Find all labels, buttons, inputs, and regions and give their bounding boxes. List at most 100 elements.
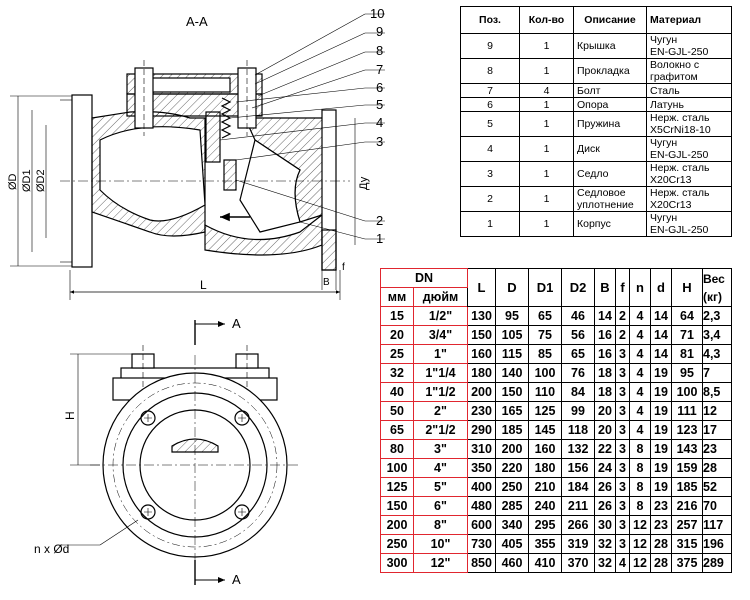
parts-cell-pos: 5	[460, 111, 520, 137]
dims-cell-inch: 1/2"	[413, 306, 468, 326]
disc-section	[205, 111, 221, 163]
dim-holes: n x Ød	[34, 542, 69, 556]
dims-cell-n: 4	[629, 382, 651, 402]
dims-cell-weight: 28	[702, 458, 732, 478]
dims-cell-f: 3	[615, 401, 630, 421]
dims-cell-H: 100	[671, 382, 703, 402]
dims-cell-d: 23	[650, 515, 672, 535]
parts-cell-qty: 1	[519, 58, 574, 84]
parts-cell-desc: Прокладка	[573, 58, 647, 84]
callout-8: 8	[376, 43, 383, 58]
dims-cell-inch: 5"	[413, 477, 468, 497]
dims-cell-mm: 125	[380, 477, 414, 497]
bolt-hole	[140, 504, 156, 520]
dims-cell-mm: 20	[380, 325, 414, 345]
dims-cell-D1: 110	[528, 382, 562, 402]
dims-cell-n: 4	[629, 344, 651, 364]
dims-cell-inch: 1"1/2	[413, 382, 468, 402]
dims-cell-H: 81	[671, 344, 703, 364]
dims-cell-D1: 145	[528, 420, 562, 440]
dims-cell-n: 4	[629, 325, 651, 345]
dims-cell-mm: 300	[380, 553, 414, 573]
dims-cell-n: 12	[629, 515, 651, 535]
dims-cell-B: 26	[594, 477, 616, 497]
parts-cell-pos: 3	[460, 161, 520, 187]
parts-cell-material: Сталь	[646, 83, 732, 98]
dims-cell-L: 730	[467, 534, 496, 554]
dims-cell-f: 3	[615, 477, 630, 497]
dims-cell-mm: 25	[380, 344, 414, 364]
dims-header-inch: дюйм	[413, 287, 468, 307]
dims-cell-H: 143	[671, 439, 703, 459]
parts-table-header: Поз. Кол-во Описание Материал	[460, 6, 732, 34]
dims-header-dn: DN	[380, 268, 468, 288]
dims-cell-n: 12	[629, 553, 651, 573]
callout-3: 3	[376, 134, 383, 149]
dims-cell-D1: 75	[528, 325, 562, 345]
dim-D2: ØD2	[35, 169, 47, 192]
dims-cell-L: 850	[467, 553, 496, 573]
dims-cell-f: 3	[615, 458, 630, 478]
parts-cell-desc: Диск	[573, 136, 647, 162]
dim-D: ØD	[7, 173, 19, 190]
dims-cell-n: 12	[629, 534, 651, 554]
parts-cell-desc: Пружина	[573, 111, 647, 137]
dims-cell-n: 8	[629, 496, 651, 516]
dims-cell-D2: 99	[561, 401, 595, 421]
dims-cell-D: 185	[495, 420, 529, 440]
parts-cell-pos: 7	[460, 83, 520, 98]
bolt-hole	[234, 410, 250, 426]
parts-header-pos: Поз.	[460, 6, 520, 34]
dims-cell-weight: 70	[702, 496, 732, 516]
dims-cell-B: 16	[594, 344, 616, 364]
parts-header-material: Материал	[646, 6, 732, 34]
dims-cell-B: 16	[594, 325, 616, 345]
callout-leaders	[219, 13, 385, 240]
dims-cell-D1: 210	[528, 477, 562, 497]
dim-L: L	[200, 278, 207, 292]
dims-cell-D2: 46	[561, 306, 595, 326]
dim-B: B	[323, 277, 330, 288]
dims-cell-n: 4	[629, 363, 651, 383]
dims-cell-mm: 15	[380, 306, 414, 326]
dims-cell-D: 250	[495, 477, 529, 497]
dims-cell-mm: 65	[380, 420, 414, 440]
dims-cell-weight: 8,5	[702, 382, 732, 402]
dimensions-table: DN L D D1 D2 B f n d H Вес(кг) мм дюйм 1…	[380, 268, 732, 573]
dims-cell-n: 8	[629, 458, 651, 478]
dims-cell-mm: 250	[380, 534, 414, 554]
dims-cell-weight: 7	[702, 363, 732, 383]
dims-cell-mm: 80	[380, 439, 414, 459]
dims-cell-B: 32	[594, 553, 616, 573]
dims-cell-H: 111	[671, 401, 703, 421]
dims-cell-D1: 125	[528, 401, 562, 421]
dims-cell-d: 28	[650, 534, 672, 554]
dims-cell-L: 150	[467, 325, 496, 345]
dims-cell-weight: 117	[702, 515, 732, 535]
dims-cell-D1: 240	[528, 496, 562, 516]
dims-cell-L: 130	[467, 306, 496, 326]
dims-cell-n: 8	[629, 477, 651, 497]
bolt-hole	[140, 410, 156, 426]
callout-4: 4	[376, 115, 383, 130]
dims-header-B: B	[594, 268, 616, 307]
dims-cell-n: 4	[629, 401, 651, 421]
dims-cell-f: 3	[615, 496, 630, 516]
